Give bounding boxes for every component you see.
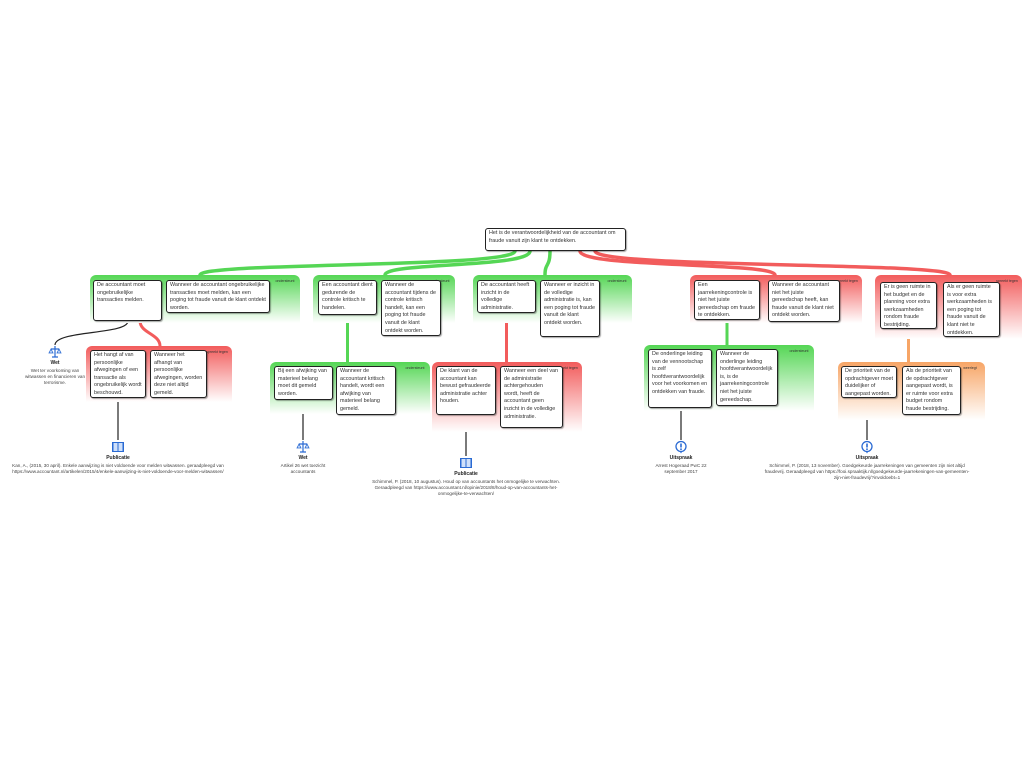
reason-box[interactable]: Wanneer de accountant niet het juiste ge… — [768, 280, 840, 322]
source-kind-label: Wet — [298, 455, 308, 461]
claim-box[interactable]: De onderlinge leiding van de vennootscha… — [648, 349, 712, 408]
scale-icon — [268, 440, 338, 454]
reason-box[interactable]: Wanneer de accountant ongebruikelijke tr… — [166, 280, 270, 313]
source-reference: Schimmel, P. (2018, 13 november). Goedge… — [764, 463, 970, 480]
reason-box[interactable]: Wanneer het afhangt van persoonlijke afw… — [150, 350, 207, 398]
source-connector — [54, 320, 129, 346]
source-reference: Schimmel, P. (2018, 10 augustus). Houd o… — [372, 479, 560, 496]
source-kind-label: Uitspraak — [669, 455, 693, 461]
source-kind-label: Uitspraak — [855, 455, 879, 461]
reason-box[interactable]: Wanneer een deel van de administratie ac… — [500, 366, 563, 428]
reason-box[interactable]: Wanneer de onderlinge leiding hoofdveran… — [716, 349, 778, 406]
reasoning-type-label: spreekt tegen — [996, 279, 1018, 283]
claim-box[interactable]: De accountant heeft inzicht in de volled… — [477, 280, 536, 313]
reasoning-type-label: ondersteunt — [607, 279, 627, 283]
claim-box[interactable]: Een accountant dient gedurende de contro… — [318, 280, 377, 315]
reasoning-type-label: spreekt tegen — [556, 366, 578, 370]
exclamation-bubble-icon — [646, 440, 716, 454]
source-kind-label: Wet — [50, 360, 60, 366]
source-kind-label: Publicatie — [454, 471, 478, 477]
source-reference: Kan, A., (2015, 30 april). Enkele aanwij… — [12, 463, 224, 474]
reasoning-type-label: weerlegt — [963, 366, 977, 370]
claim-box[interactable]: Het hangt af van persoonlijke afwegingen… — [90, 350, 146, 398]
book-icon — [366, 456, 566, 470]
reason-box[interactable]: Als er geen ruimte is voor extra werkzaa… — [943, 282, 1000, 337]
root-connector — [578, 249, 777, 277]
root-connector — [383, 250, 532, 277]
claim-box[interactable]: De klant van de accountant kan bewust ge… — [436, 366, 496, 415]
root-connector — [593, 249, 952, 277]
reason-box[interactable]: Als de prioriteit van de opdrachtgever a… — [902, 366, 961, 415]
root-claim[interactable]: Het is de verantwoordelijkheid van de ac… — [485, 228, 626, 251]
reasoning-type-label: spreekt tegen — [836, 279, 858, 283]
reason-box[interactable]: Wanneer de accountant kritisch handelt, … — [336, 366, 396, 415]
claim-box[interactable]: De accountant moet ongebruikelijke trans… — [93, 280, 162, 321]
source-reference: Artikel 26 wet toezicht accountants — [280, 463, 326, 474]
exclamation-bubble-icon — [762, 440, 972, 454]
reason-box[interactable]: Wanneer er inzicht in de volledige admin… — [540, 280, 600, 337]
source-reference: Wet ter voorkoming van witwassen en fina… — [24, 368, 85, 385]
claim-box[interactable]: Bij een afwijking van materieel belang m… — [274, 366, 333, 400]
reasoning-type-label: ondersteunt — [405, 366, 425, 370]
reason-box[interactable]: Wanneer de accountant tijdens de control… — [381, 280, 441, 336]
scale-icon — [20, 345, 90, 359]
claim-box[interactable]: Er is geen ruimte in het budget en de pl… — [880, 282, 937, 329]
source-reference: Arrest Hogeraad PwC 22 september 2017 — [655, 463, 707, 474]
root-connector — [198, 249, 517, 277]
objection-connector — [138, 320, 162, 347]
reasoning-type-label: spreekt tegen — [206, 350, 228, 354]
claim-box[interactable]: De prioriteit van de opdrachtgever moet … — [841, 366, 897, 398]
source-kind-label: Publicatie — [106, 455, 130, 461]
book-icon — [0, 440, 248, 454]
claim-box[interactable]: Een jaarrekeningcontrole is niet het jui… — [694, 280, 760, 320]
root-connector — [543, 250, 552, 276]
reasoning-type-label: ondersteunt — [789, 349, 809, 353]
reasoning-type-label: ondersteunt — [275, 279, 295, 283]
